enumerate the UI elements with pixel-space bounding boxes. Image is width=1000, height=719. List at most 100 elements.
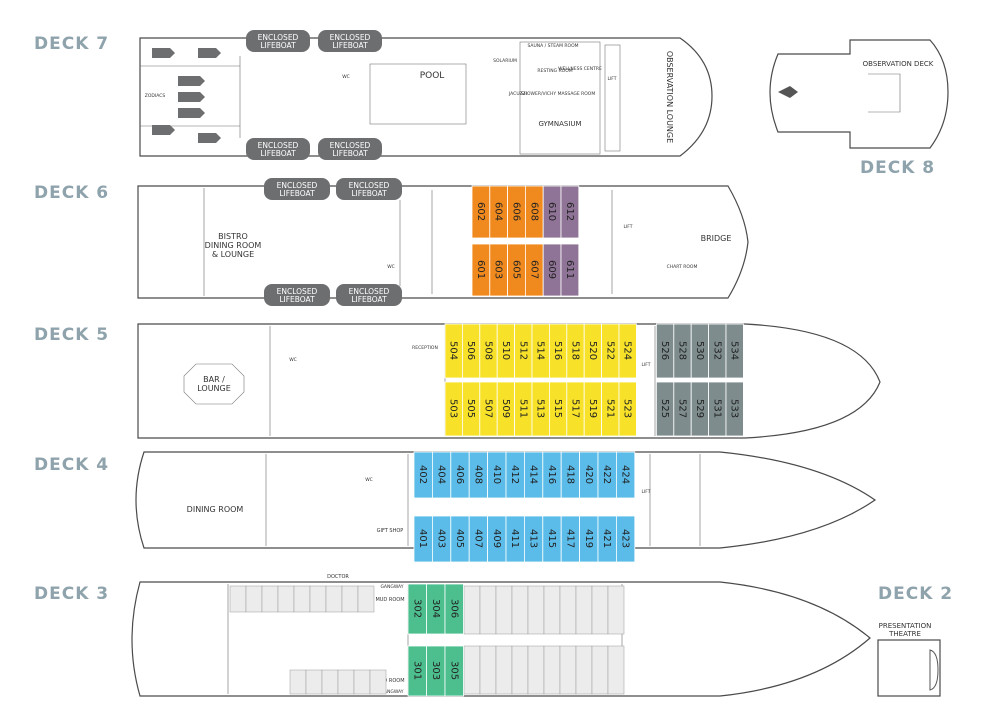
sauna-label: SAUNA / STEAM ROOM (527, 43, 578, 49)
cabin-number: 421 (601, 529, 612, 548)
reception-label: RECEPTION (412, 345, 438, 351)
lifeboat (336, 178, 402, 200)
deck-4: DINING ROOM GIFT SHOP LIFT WC 4024014044… (135, 451, 877, 563)
lifeboat (246, 138, 310, 160)
lifeboat (264, 178, 330, 200)
cabin-number: 610 (546, 202, 557, 221)
cabin-number: 529 (694, 399, 705, 418)
cabin-number: 602 (475, 202, 486, 221)
cabin-533 (725, 381, 744, 437)
cabin-424 (616, 451, 636, 499)
zodiac-boats (152, 48, 221, 143)
gangway-bottom-label: GANGWAY (380, 689, 403, 695)
cabin-number: 415 (546, 529, 557, 548)
cabin-number: 606 (511, 202, 522, 221)
cabin-number: 302 (411, 599, 422, 618)
cabin-number: 534 (729, 341, 740, 360)
cabin-number: 515 (552, 399, 563, 418)
presentation-theatre-line-1: PRESENTATION (879, 622, 932, 630)
lifeboat (318, 138, 382, 160)
cabin-number: 416 (546, 465, 557, 484)
cabin-423 (616, 515, 636, 563)
cabin-number: 607 (528, 260, 539, 279)
lift-label: LIFT (641, 489, 650, 495)
lifeboat-label: LIFEBOAT (260, 149, 296, 158)
cabin-number: 603 (493, 260, 504, 279)
cabin-number: 404 (436, 465, 447, 484)
gift-shop-label: GIFT SHOP (377, 528, 404, 534)
cabin-number: 522 (604, 341, 615, 360)
lifeboat-label: ENCLOSED (330, 33, 371, 42)
lifeboat (318, 30, 382, 52)
deck-6: ENCLOSEDLIFEBOATENCLOSEDLIFEBOATENCLOSED… (137, 178, 749, 306)
bridge-label: BRIDGE (701, 234, 732, 243)
lifeboat-label: ENCLOSED (258, 141, 299, 150)
cabin-number: 511 (517, 399, 528, 418)
deck-3: DOCTOR MUD ROOM MUD ROOM GANGWAY GANGWAY… (131, 574, 871, 697)
bistro-line-2: DINING ROOM (205, 241, 262, 250)
cabin-534 (725, 323, 744, 379)
pool-label: POOL (420, 71, 445, 81)
cabin-305 (444, 645, 464, 697)
deck-4-label: DECK 4 (34, 455, 110, 475)
lifeboat-label: ENCLOSED (349, 181, 390, 190)
wc-label: WC (387, 264, 395, 270)
deck-8-label: DECK 8 (860, 158, 936, 178)
cabin-number: 409 (491, 529, 502, 548)
cabin-number: 407 (472, 529, 483, 548)
cabin-306 (444, 583, 464, 635)
cabin-number: 506 (465, 341, 476, 360)
cabin-number: 516 (552, 341, 563, 360)
deck-7-label: DECK 7 (34, 34, 110, 54)
cabin-number: 504 (448, 341, 459, 360)
cabin-524 (618, 323, 637, 379)
cabin-number: 528 (677, 341, 688, 360)
deck-6-lifeboats (264, 178, 402, 306)
cabin-number: 505 (465, 399, 476, 418)
deck-4-cabins: 4024014044034064054084074104094124114144… (413, 451, 636, 563)
gangway-top-label: GANGWAY (380, 584, 403, 590)
deck-3-label: DECK 3 (34, 584, 110, 604)
cabin-611 (560, 243, 580, 297)
cabin-number: 420 (583, 465, 594, 484)
cabin-number: 507 (483, 399, 494, 418)
bistro-line-3: & LOUNGE (212, 250, 254, 259)
cabin-number: 510 (500, 341, 511, 360)
deck-8-hull (769, 39, 949, 149)
lifeboat-label: LIFEBOAT (332, 149, 368, 158)
lifeboat-label: ENCLOSED (349, 287, 390, 296)
cabin-number: 301 (411, 661, 422, 680)
shower-room-label: SHOWER/VICHY MASSAGE ROOM (521, 91, 596, 97)
cabin-number: 611 (564, 260, 575, 279)
observation-deck-label: OBSERVATION DECK (863, 60, 934, 68)
cabin-number: 533 (729, 399, 740, 418)
mud-room-top-label: MUD ROOM (375, 597, 404, 603)
lifeboat-label: ENCLOSED (277, 181, 318, 190)
solarium-label: SOLARIUM (493, 58, 517, 64)
cabin-number: 306 (448, 599, 459, 618)
zodiacs-label: ZODIACS (145, 93, 166, 99)
cabin-number: 605 (511, 260, 522, 279)
resting-room-label: RESTING ROOM (537, 68, 572, 74)
gymnasium-label: GYMNASIUM (538, 120, 581, 128)
lifeboat (246, 30, 310, 52)
cabin-number: 303 (430, 661, 441, 680)
deck-3-other-cabins (229, 585, 625, 695)
lifeboat (264, 284, 330, 306)
cabin-number: 424 (620, 465, 631, 484)
cabin-number: 513 (535, 399, 546, 418)
lifeboat-label: LIFEBOAT (279, 189, 315, 198)
deck-7-lifeboats (246, 30, 382, 160)
wc-label: WC (342, 74, 350, 80)
jacuzzi-label: JACUZZI (508, 91, 527, 97)
observation-lounge-label: OBSERVATION LOUNGE (665, 51, 674, 143)
cabin-number: 601 (475, 260, 486, 279)
bar-lounge-octagon (183, 363, 245, 405)
cabin-number: 604 (493, 202, 504, 221)
cabin-number: 402 (417, 465, 428, 484)
deck-8: OBSERVATION DECK (769, 39, 949, 149)
deck-2: PRESENTATION THEATRE (877, 622, 941, 697)
cabin-number: 406 (454, 465, 465, 484)
